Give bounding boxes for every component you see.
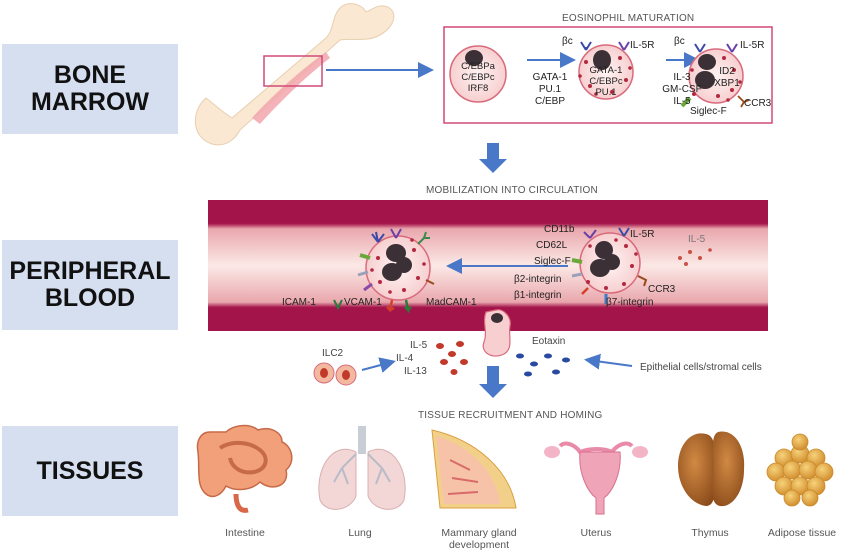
epithelial-arrow: [584, 353, 633, 370]
adhesion-label: VCAM-1: [344, 297, 382, 308]
maturation-title: EOSINOPHIL MATURATION: [562, 13, 695, 24]
receptor-label: βc: [562, 36, 573, 47]
stage-label-line: MARROW: [30, 88, 150, 116]
cytokine-label: IL-4: [396, 353, 414, 364]
extravasating-cell: [482, 309, 511, 357]
organ-label: Intestine: [225, 527, 265, 539]
arrow2-factors: IL-3 GM-CSF IL-5: [658, 72, 706, 108]
factor-label: C/EBP: [534, 96, 565, 107]
eotaxin-particles: [516, 353, 570, 377]
stage-label-line: TISSUES: [36, 456, 144, 485]
marker-label: β7-integrin: [606, 297, 654, 308]
marker-label: CCR3: [648, 284, 676, 295]
cytokine-label: IL-13: [404, 366, 427, 377]
factor-label: GATA-1: [589, 65, 623, 76]
organ-label: Thymus: [691, 527, 729, 539]
receptor-label: βc: [674, 36, 685, 47]
marker-label: IL-5R: [630, 229, 655, 240]
organ-label: Lung: [348, 527, 372, 539]
icam-symbol: [333, 299, 343, 311]
factor-label: C/EBPc: [589, 76, 623, 87]
factor-label: IL-5: [673, 96, 691, 107]
marker-label: CD62L: [536, 240, 568, 251]
cell1-factors: C/EBPa C/EBPc IRF8: [460, 61, 496, 94]
factor-label: IRF8: [467, 83, 489, 94]
stage-label-line: BONE: [53, 61, 127, 89]
stage-label-line: PERIPHERAL: [9, 257, 171, 285]
organ-thymus: [678, 431, 745, 507]
factor-label: ID2: [719, 66, 735, 77]
factor-label: XBP1: [714, 78, 740, 89]
cytokine-particles: [436, 341, 468, 375]
organ-label: Mammary gland development: [441, 527, 517, 551]
organ-adipose-tissue: [766, 433, 834, 507]
stage-tissues: TISSUES: [2, 426, 178, 516]
organ-label: Adipose tissue: [767, 527, 837, 539]
factor-label: GATA-1: [532, 72, 568, 83]
stage-peripheral-blood: PERIPHERAL BLOOD: [2, 240, 178, 330]
ilc2-label: ILC2: [322, 348, 344, 359]
factor-label: C/EBPa: [461, 61, 495, 72]
marker-label: Siglec-F: [534, 256, 571, 267]
organ-lung: [318, 426, 406, 510]
adhesion-label: ICAM-1: [282, 297, 316, 308]
arrow1-factors: GATA-1 PU.1 C/EBP: [526, 72, 574, 108]
organ-uterus: [544, 441, 648, 515]
marker-label: β1-integrin: [514, 290, 562, 301]
receptor-label: Siglec-F: [690, 106, 727, 117]
il5-particles: [678, 248, 712, 266]
stage-bone-marrow: BONE MARROW: [2, 44, 178, 134]
ilc2-arrow: [361, 357, 396, 373]
tissues-title: TISSUE RECRUITMENT AND HOMING: [418, 410, 603, 421]
epithelial-label: Epithelial cells/stromal cells: [640, 362, 762, 373]
blood-eosinophil-right: [571, 227, 648, 304]
marker-label: β2-integrin: [514, 274, 562, 285]
stage-label-line: BLOOD: [44, 284, 136, 312]
organ-intestine: [196, 424, 293, 513]
mobilization-title: MOBILIZATION INTO CIRCULATION: [426, 185, 598, 196]
down-arrow-1: [479, 143, 507, 173]
factor-label: C/EBPc: [461, 72, 495, 83]
mature-eosinophil-cell: [680, 43, 750, 108]
receptor-label: CCR3: [744, 98, 772, 109]
progenitor-cell: [449, 45, 507, 103]
il5-label: IL-5: [688, 234, 706, 245]
eotaxin-label: Eotaxin: [532, 336, 566, 347]
cell2-factors: GATA-1 C/EBPc PU.1: [584, 65, 628, 98]
factor-label: PU.1: [595, 87, 617, 98]
receptor-label: IL-5R: [630, 40, 655, 51]
factor-label: PU.1: [538, 84, 562, 95]
down-arrow-2: [479, 366, 507, 398]
cell3-factors: ID2 XBP1: [712, 66, 742, 90]
bone-illustration: [194, 3, 395, 146]
receptor-label: IL-5R: [740, 40, 765, 51]
ilc2-cells: [313, 362, 357, 386]
factor-label: IL-3: [673, 72, 691, 83]
factor-label: GM-CSF: [662, 84, 702, 95]
marker-label: CD11b: [544, 224, 575, 235]
organ-mammary-gland: [431, 429, 517, 509]
eosinophil-precursor-cell: [578, 41, 634, 100]
blood-eosinophil-left: [357, 228, 435, 314]
cytokine-label: IL-5: [410, 340, 428, 351]
adhesion-label: MadCAM-1: [426, 297, 477, 308]
organ-label: Uterus: [580, 527, 612, 539]
